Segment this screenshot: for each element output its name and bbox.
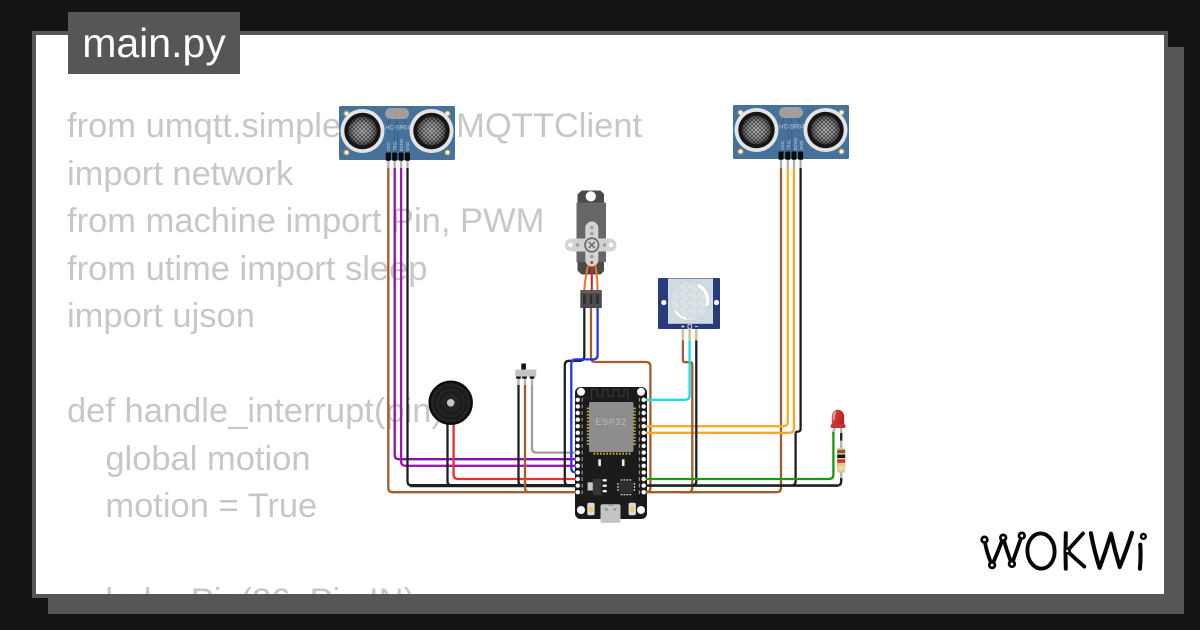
svg-text:ECHO: ECHO: [399, 138, 404, 151]
svg-text:ECHO: ECHO: [793, 137, 798, 150]
svg-text:ESP32: ESP32: [595, 417, 626, 427]
svg-text:HC-SR04: HC-SR04: [385, 126, 411, 132]
svg-text:VCC: VCC: [780, 141, 785, 150]
svg-text:GND: GND: [799, 141, 804, 150]
svg-text:HC-SR04: HC-SR04: [779, 125, 805, 131]
svg-text:TRIG: TRIG: [786, 140, 791, 150]
svg-text:VCC: VCC: [386, 142, 391, 151]
svg-text:GND: GND: [405, 142, 410, 151]
svg-text:TRIG: TRIG: [392, 141, 397, 151]
